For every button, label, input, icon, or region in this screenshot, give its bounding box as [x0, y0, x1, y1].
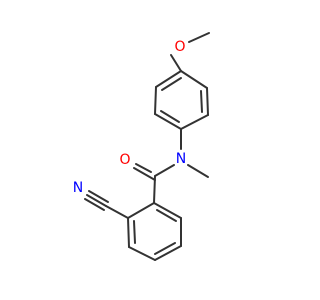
atom-label-nitrogen-nitrile: N: [73, 180, 83, 196]
bond-carbonyl-co-1: [135, 163, 152, 173]
atom-label-oxygen-carbonyl: O: [119, 152, 130, 168]
bond-nitrile-2: [88, 190, 109, 203]
bond-ring-4: [154, 113, 182, 130]
bond-ring-c: [154, 245, 182, 261]
bond-ring-a: [153, 202, 182, 219]
amide-group: [133, 128, 209, 181]
atom-label-oxygen-methoxy: O: [174, 39, 185, 55]
bond-ring-3: [180, 114, 209, 130]
bond-ring-2-inner: [200, 90, 203, 113]
bond-ring-a-inner: [156, 209, 177, 222]
methoxyphenyl-group: [154, 32, 210, 130]
bond-ring-e: [127, 217, 130, 248]
bond-ring-nitrile-c: [105, 205, 129, 219]
bond-ring-6: [155, 70, 182, 88]
bond-ring-5: [154, 86, 157, 115]
bond-ring-6-inner: [161, 77, 182, 91]
bond-nitrile-1: [86, 194, 107, 207]
bond-carbonyl-ring: [153, 175, 156, 204]
bond-ring-2: [206, 87, 209, 116]
bond-ring-4-inner: [160, 110, 180, 123]
bond-nitrile-3: [84, 198, 105, 211]
molecule-structure: O N O N: [73, 32, 210, 261]
bond-n-methyl: [187, 164, 209, 178]
bond-o-ring: [170, 54, 182, 72]
bond-ring-1: [180, 70, 208, 89]
atom-label-nitrogen-amide: N: [176, 151, 186, 167]
bond-ring-c-inner: [154, 242, 176, 255]
bond-n-carbonyl-c: [154, 164, 175, 177]
bond-ring-f: [127, 202, 155, 219]
bond-methyl-o: [188, 32, 210, 43]
bond-ring-d: [128, 246, 156, 261]
bond-carbonyl-co-2: [133, 167, 156, 181]
bond-ring-e-inner: [133, 220, 136, 244]
cyanophenyl-group: [84, 175, 182, 261]
